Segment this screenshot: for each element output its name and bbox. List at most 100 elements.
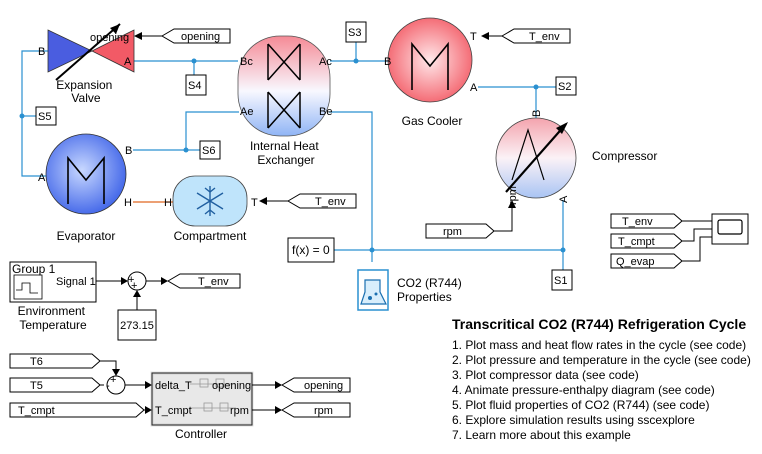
evap-port-b: B <box>125 145 132 157</box>
tag-t-env-scope-label: T_env <box>622 216 653 228</box>
env-temp-label-l1: Environment <box>18 304 86 318</box>
group-label: Group 1 <box>12 262 56 276</box>
signal-label: Signal 1 <box>56 276 96 288</box>
solver-label: f(x) = 0 <box>292 243 330 257</box>
controller-wires <box>100 360 152 414</box>
compressor-label: Compressor <box>592 149 657 163</box>
gas-cooler[interactable] <box>387 17 473 103</box>
sensor-s1-label: S1 <box>554 275 567 287</box>
sensor-s5-label: S5 <box>38 111 51 123</box>
expansion-valve[interactable] <box>47 23 135 81</box>
notes-link-6[interactable]: 6. Explore simulation results using ssce… <box>452 413 695 427</box>
tag-t5[interactable] <box>9 377 101 393</box>
tag-rpm-out[interactable] <box>281 402 351 418</box>
co2-props-label: CO2 (R744) Properties <box>397 276 465 304</box>
ihx-label: Internal Heat Exchanger <box>250 139 322 167</box>
tag-opening-in[interactable] <box>134 28 231 44</box>
env-temp-label-l2: Temperature <box>19 318 87 332</box>
ctrl-port-opening: opening <box>212 380 251 392</box>
solver-configuration[interactable] <box>287 237 335 263</box>
tag-t-cmpt-ctrl-label: T_cmpt <box>18 405 55 417</box>
sensor-s2-label: S2 <box>558 81 571 93</box>
gas-cooler-label: Gas Cooler <box>402 114 463 128</box>
notes-link-2[interactable]: 2. Plot pressure and temperature in the … <box>452 353 751 367</box>
cmp-port-a: A <box>558 195 570 203</box>
compressor[interactable] <box>495 117 577 199</box>
ctrl-port-rpm: rpm <box>230 405 249 417</box>
tag-t-env-scope[interactable] <box>610 213 683 229</box>
evap-port-h: H <box>124 197 132 209</box>
tag-opening-out[interactable] <box>281 377 351 393</box>
sensor-s1[interactable] <box>551 269 573 291</box>
expansion-valve-label: Expansion Valve <box>56 78 115 105</box>
tag-q-evap-scope[interactable] <box>610 253 683 269</box>
tag-rpm-out-label: rpm <box>314 405 333 417</box>
environment-temperature-block[interactable] <box>9 261 97 303</box>
sensor-s4[interactable] <box>185 74 207 96</box>
snowflake-icon <box>196 186 224 216</box>
ihx-port-ae: Ae <box>240 106 253 118</box>
signal-builder-icon <box>16 282 38 294</box>
tag-rpm-in[interactable] <box>425 200 516 239</box>
internal-heat-exchanger[interactable] <box>237 35 331 137</box>
scope-wires <box>682 220 712 262</box>
notes-link-1[interactable]: 1. Plot mass and heat flow rates in the … <box>452 338 747 352</box>
tag-t-cmpt-scope[interactable] <box>610 233 683 249</box>
flask-icon <box>360 279 387 305</box>
env-temp-label: Environment Temperature <box>18 304 89 332</box>
tag-opening-out-label: opening <box>304 380 343 392</box>
cmp-port-b: B <box>531 110 543 117</box>
co2-props-label-l2: Properties <box>397 290 452 304</box>
ihx-port-be: Be <box>319 106 332 118</box>
sensor-s5[interactable] <box>35 106 57 126</box>
junction-dots <box>19 58 566 253</box>
valve-port-b: B <box>38 46 45 58</box>
tag-q-evap-scope-label: Q_evap <box>616 256 655 268</box>
tag-t-env-out[interactable] <box>167 273 241 289</box>
expansion-valve-label-l2: Valve <box>71 91 100 105</box>
scope-block[interactable] <box>711 213 749 245</box>
ctrl-port-t-cmpt: T_cmpt <box>155 405 192 417</box>
notes-link-5[interactable]: 5. Plot fluid properties of CO2 (R744) (… <box>452 398 710 412</box>
sensor-s6[interactable] <box>199 140 221 160</box>
ctrl-port-delta-t: delta_T <box>155 380 192 392</box>
controller-internal-icon <box>190 378 236 412</box>
sum-env-plus-top: + <box>128 274 134 286</box>
compartment-label: Compartment <box>174 229 247 243</box>
sum-ctrl-minus: - <box>106 380 110 392</box>
evap-port-a: A <box>38 172 46 184</box>
notes-link-4[interactable]: 4. Animate pressure-enthalpy diagram (se… <box>452 383 715 397</box>
sensor-s6-label: S6 <box>202 145 215 157</box>
cmp-port-rpm: rpm <box>507 186 519 205</box>
scope-screen-icon <box>717 219 743 235</box>
env-wires <box>96 277 168 310</box>
co2-properties[interactable] <box>357 269 389 311</box>
cmpt-port-t: T <box>251 197 258 209</box>
tag-opening-in-label: opening <box>181 31 220 43</box>
ihx-port-bc: Bc <box>240 56 253 68</box>
sensor-s4-label: S4 <box>188 80 201 92</box>
tag-t-env-out-label: T_env <box>198 276 229 288</box>
constant-block[interactable] <box>117 309 157 341</box>
controller-block[interactable] <box>150 371 254 427</box>
gc-port-t: T <box>470 31 477 43</box>
gc-port-b: B <box>384 56 391 68</box>
tag-t-env-cmpt[interactable] <box>259 193 357 209</box>
co2-props-label-l1: CO2 (R744) <box>397 276 462 290</box>
controller-label: Controller <box>175 427 227 441</box>
tag-t5-label: T5 <box>30 380 43 392</box>
tag-t-env-gc[interactable] <box>481 28 571 44</box>
notes-link-3[interactable]: 3. Plot compressor data (see code) <box>452 368 639 382</box>
model-notes: Transcritical CO2 (R744) Refrigeration C… <box>452 316 757 443</box>
notes-link-7[interactable]: 7. Learn more about this example <box>452 428 631 442</box>
tag-t6[interactable] <box>9 353 101 369</box>
evaporator[interactable] <box>45 133 127 215</box>
ihx-port-ac: Ac <box>319 56 332 68</box>
expansion-valve-label-l1: Expansion <box>56 78 112 92</box>
ihx-label-l1: Internal Heat <box>250 139 319 153</box>
sensor-s3[interactable] <box>345 21 367 43</box>
compartment[interactable] <box>172 175 248 227</box>
evaporator-label: Evaporator <box>57 229 116 243</box>
tag-t-cmpt-ctrl[interactable] <box>9 402 145 418</box>
sensor-s2[interactable] <box>555 76 577 96</box>
